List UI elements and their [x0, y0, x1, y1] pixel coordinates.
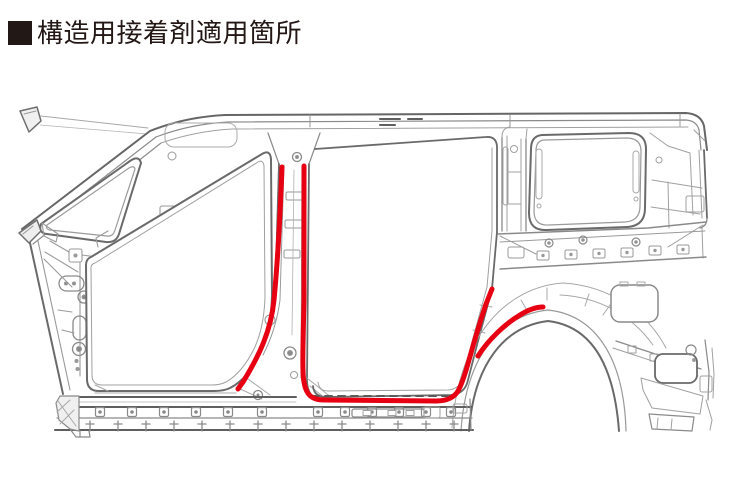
fuel-filler-door [610, 281, 659, 323]
rear-quarter-window [528, 132, 647, 232]
adhesive-line-door-opening [300, 163, 495, 404]
d-pillar-rear-corner [649, 129, 708, 259]
windshield-header-tip [19, 106, 149, 135]
adhesive-lines [235, 163, 546, 404]
c-pillar [501, 126, 528, 232]
rocker-clips [94, 406, 457, 418]
adhesive-line-b-pillar-front [235, 164, 285, 392]
rocker-bolts [85, 420, 459, 432]
section-bullet-icon [8, 21, 32, 45]
adhesive-line-wheelhouse [475, 304, 546, 359]
rocker-panel [54, 392, 474, 438]
figure-header: 構造用接着剤適用箇所 [8, 20, 302, 46]
belt-reinforcement [497, 221, 707, 270]
front-door-opening [85, 151, 276, 401]
roof-rail [149, 112, 708, 161]
front-quarter-window [39, 157, 142, 244]
rear-bumper-bracket [612, 339, 715, 432]
figure-title: 構造用接着剤適用箇所 [37, 18, 303, 48]
